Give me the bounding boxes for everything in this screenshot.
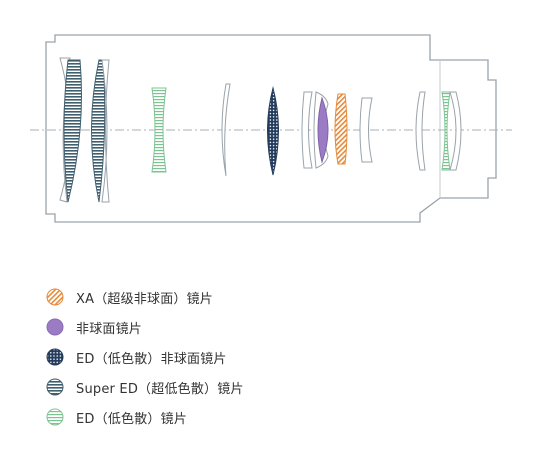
legend-label-super-ed: Super ED（超低色散）镜片 — [76, 381, 244, 397]
legend-label-xa: XA（超级非球面）镜片 — [76, 291, 213, 307]
horizontal-lines-circle-icon — [46, 408, 64, 426]
legend-item-xa: XA（超级非球面）镜片 — [46, 282, 244, 312]
barrel-outline — [45, 34, 497, 223]
rear-lens-2 — [449, 91, 462, 171]
ed-lens-2 — [441, 91, 451, 171]
ed-aspherical-lens — [267, 86, 279, 176]
front-lens-3 — [101, 59, 110, 203]
legend-item-ed: ED（低色散）镜片 — [46, 402, 244, 432]
crosshatch-circle-icon — [46, 348, 64, 366]
legend-label-ed-aspherical: ED（低色散）非球面镜片 — [76, 351, 227, 367]
xa-lens — [334, 93, 348, 165]
diagonal-hatch-circle-icon — [46, 288, 64, 306]
legend-item-ed-aspherical: ED（低色散）非球面镜片 — [46, 342, 244, 372]
rear-lens-1 — [415, 91, 426, 171]
ed-lens-1 — [151, 87, 167, 173]
legend-label-aspherical: 非球面镜片 — [76, 321, 143, 337]
super-ed-lens-1 — [63, 59, 82, 203]
meniscus-lens-4 — [359, 97, 373, 163]
horizontal-lines-circle-icon — [46, 378, 64, 396]
legend-label-ed: ED（低色散）镜片 — [76, 411, 188, 427]
legend-item-aspherical: 非球面镜片 — [46, 312, 244, 342]
meniscus-lens-2 — [301, 91, 313, 169]
legend: XA（超级非球面）镜片 非球面镜片 ED（低色散）非球面镜片 Super ED（… — [46, 282, 244, 432]
lens-diagram — [30, 34, 512, 223]
meniscus-lens-1 — [221, 83, 231, 177]
solid-circle-icon — [46, 318, 64, 336]
super-ed-lens-2 — [91, 59, 106, 203]
aspherical-lens — [317, 96, 329, 164]
legend-item-super-ed: Super ED（超低色散）镜片 — [46, 372, 244, 402]
